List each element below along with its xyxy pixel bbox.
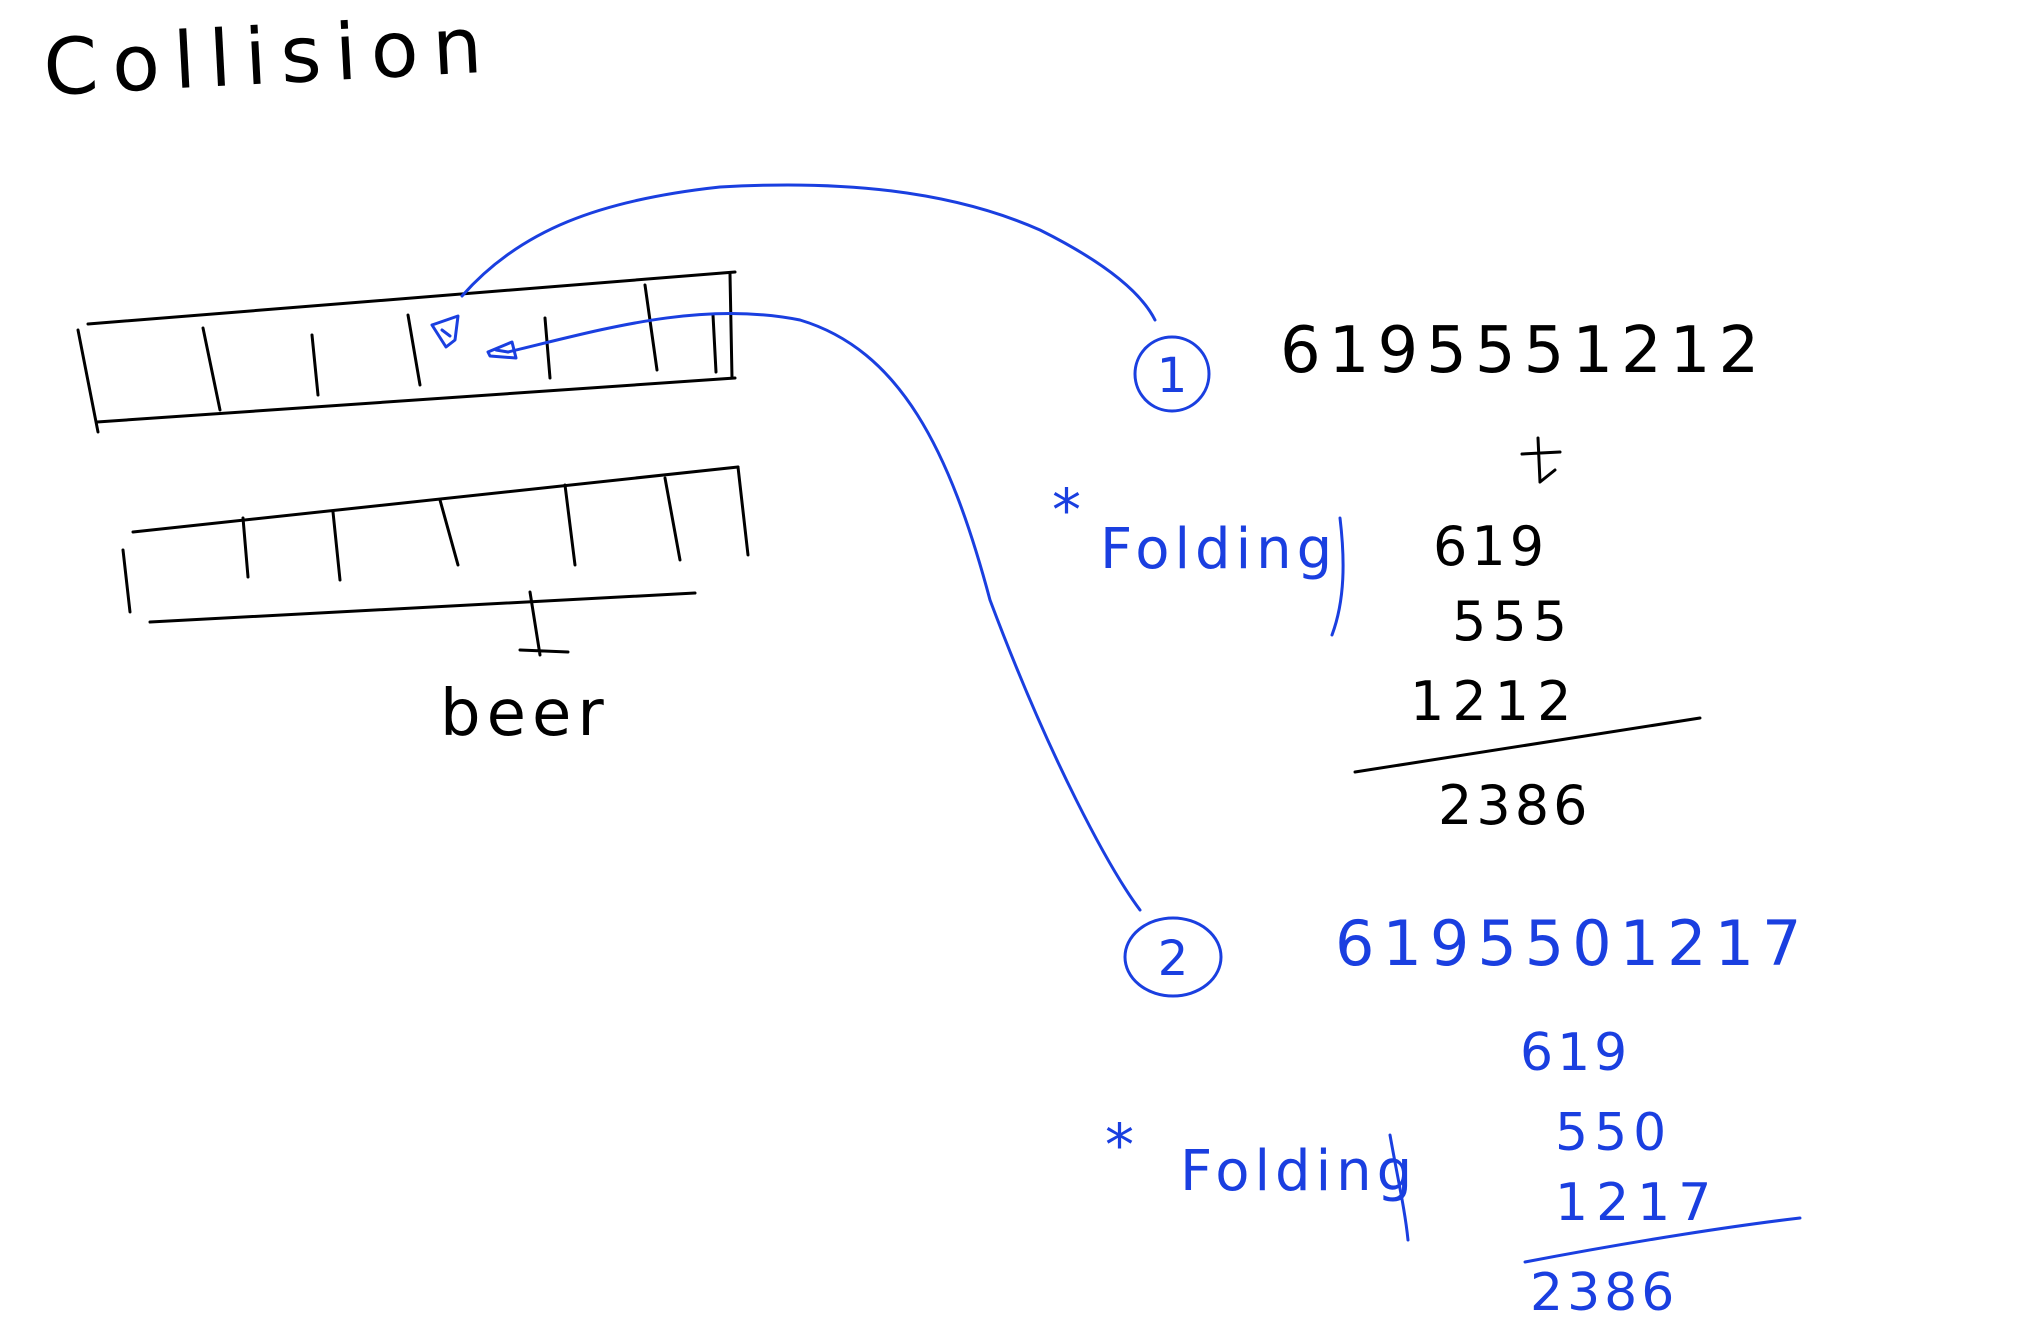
example-1-sum: 2386 — [1438, 774, 1591, 837]
table-slot-divider — [711, 313, 718, 374]
example-1-part-2: 555 — [1452, 590, 1573, 653]
hash-table-bottom — [121, 465, 750, 657]
example-1-number: 6195551212 — [1280, 314, 1767, 388]
table-slot-divider — [201, 326, 222, 412]
table-slot-divider — [331, 510, 342, 582]
example-1-marker-circle — [1133, 335, 1211, 413]
example-1-sum-line — [1353, 716, 1702, 774]
connector-arrow-2 — [506, 311, 1142, 912]
example-2-part-1: 619 — [1520, 1023, 1631, 1083]
table-bottom-label: beer — [440, 677, 610, 751]
example-1: 1 6195551212 * Folding 619 555 1212 2386 — [1052, 314, 1767, 837]
table-slot-divider — [406, 313, 422, 387]
example-2: 2 6195501217 619 * Folding 550 1217 2386 — [1105, 907, 1809, 1323]
table-slot-divider — [438, 498, 460, 567]
example-2-sum-line — [1523, 1216, 1802, 1264]
example-1-part-3: 1212 — [1410, 670, 1579, 733]
example-2-sum: 2386 — [1530, 1263, 1678, 1323]
example-2-marker: 2 — [1158, 931, 1189, 987]
table-slot-divider — [241, 516, 250, 579]
page-title: Collision — [41, 0, 498, 114]
example-1-star: * — [1052, 476, 1081, 544]
collision-marker-1 — [430, 314, 460, 349]
table-slot-divider — [543, 316, 552, 380]
table-slot-divider — [643, 283, 659, 372]
example-2-part-2: 550 — [1555, 1103, 1672, 1163]
hash-table-top — [76, 270, 737, 434]
example-2-method: Folding — [1180, 1139, 1417, 1204]
example-2-marker-circle — [1123, 916, 1223, 998]
table-slot-divider — [563, 483, 577, 567]
example-2-number: 6195501217 — [1335, 907, 1809, 980]
table-slot-divider — [663, 476, 682, 562]
example-1-down-arrow — [1520, 436, 1562, 484]
example-2-star: * — [1105, 1111, 1134, 1179]
example-1-part-1: 619 — [1433, 515, 1548, 578]
connector-arrow-1 — [460, 183, 1157, 322]
table-slot-divider — [310, 333, 320, 397]
example-1-method: Folding — [1100, 517, 1337, 582]
example-1-marker: 1 — [1157, 348, 1188, 404]
example-2-part-3: 1217 — [1555, 1173, 1719, 1233]
collision-marker-2 — [486, 340, 518, 360]
